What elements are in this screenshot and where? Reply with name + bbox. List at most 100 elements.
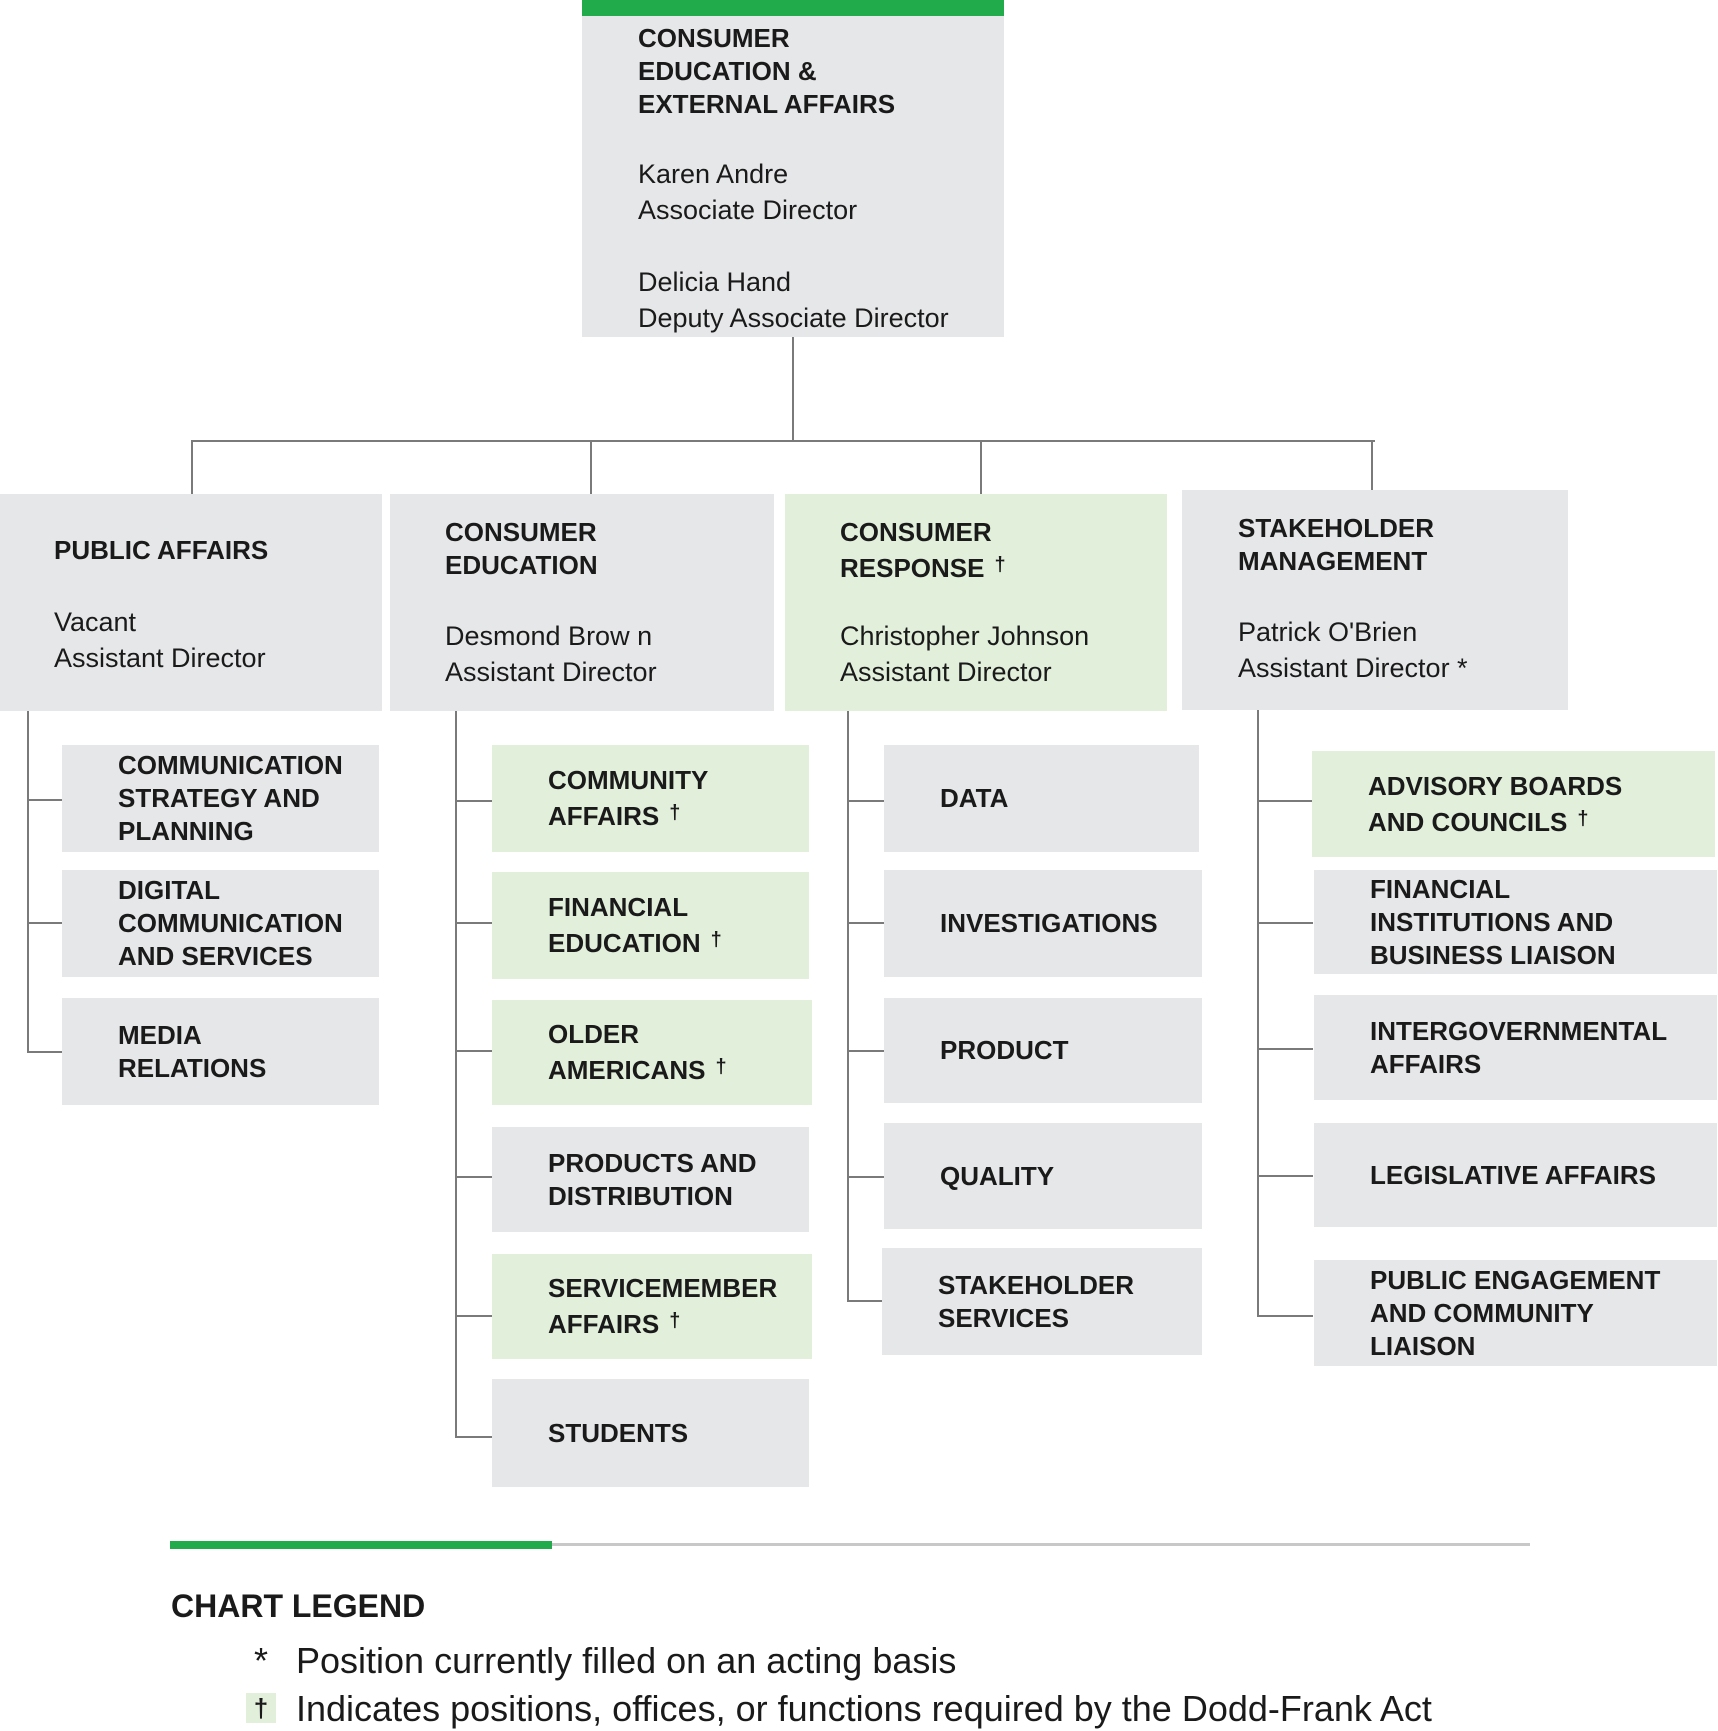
legend-dodd-text: Indicates positions, offices, or functio… [296, 1688, 1432, 1729]
connector-drop-1 [191, 440, 193, 494]
unit-box: MEDIA RELATIONS [62, 998, 379, 1105]
division-consumer-education: CONSUMER EDUCATION Desmond Brow n Assist… [390, 494, 774, 711]
division-head: Vacant Assistant Director [54, 607, 266, 673]
unit-box: INTERGOVERNMENTAL AFFAIRS [1314, 995, 1717, 1100]
legend-title: CHART LEGEND [171, 1588, 426, 1624]
unit-box: PUBLIC ENGAGEMENT AND COMMUNITY LIAISON [1314, 1260, 1717, 1366]
division-title: STAKEHOLDER MANAGEMENT [1238, 513, 1434, 576]
unit-label: OLDER AMERICANS † [548, 1000, 806, 1105]
division-head: Patrick O'Brien Assistant Director * [1238, 617, 1468, 683]
unit-box: DIGITAL COMMUNICATION AND SERVICES [62, 870, 379, 977]
division-head: Christopher Johnson Assistant Director [840, 621, 1090, 687]
connector-branch [455, 1436, 492, 1438]
asterisk-symbol: * [253, 1640, 268, 1681]
connector-horizontal-bus [191, 440, 1375, 442]
unit-label: PRODUCT [940, 1035, 1069, 1065]
unit-box: OLDER AMERICANS † [492, 1000, 812, 1105]
unit-label: ADVISORY BOARDS AND COUNCILS† [1368, 751, 1709, 857]
unit-label: SERVICEMEMBER AFFAIRS† [548, 1254, 806, 1359]
connector-branch [847, 1050, 884, 1052]
unit-box: LEGISLATIVE AFFAIRS [1314, 1123, 1717, 1227]
unit-box: PRODUCTS AND DISTRIBUTION [492, 1127, 809, 1232]
connector-spine-3 [847, 711, 849, 1302]
unit-box: STUDENTS [492, 1379, 809, 1487]
division-stakeholder-management: STAKEHOLDER MANAGEMENT Patrick O'Brien A… [1182, 490, 1568, 710]
dagger-mark: † [1577, 807, 1589, 830]
legend-divider-gray [170, 1543, 1530, 1546]
connector-branch [1257, 922, 1313, 924]
connector-branch [455, 922, 492, 924]
dagger-symbol: † [246, 1693, 276, 1723]
unit-box: ADVISORY BOARDS AND COUNCILS† [1312, 751, 1715, 857]
unit-box: COMMUNITY AFFAIRS† [492, 745, 809, 852]
connector-branch [455, 800, 492, 802]
unit-label: DIGITAL COMMUNICATION AND SERVICES [118, 875, 343, 971]
top-accent-bar [582, 0, 1004, 16]
unit-label: INVESTIGATIONS [940, 908, 1158, 938]
unit-label: COMMUNICATION STRATEGY AND PLANNING [118, 750, 343, 846]
unit-label: PUBLIC ENGAGEMENT AND COMMUNITY LIAISON [1370, 1264, 1661, 1361]
connector-branch [27, 799, 62, 801]
dagger-mark: † [669, 802, 681, 824]
unit-label-text: FINANCIAL EDUCATION [548, 892, 701, 958]
unit-box: STAKEHOLDER SERVICES [882, 1248, 1202, 1355]
unit-label: PRODUCTS AND DISTRIBUTION [548, 1147, 757, 1211]
connector-branch [847, 922, 884, 924]
top-office-people: Karen Andre Associate Director Delicia H… [638, 159, 949, 333]
unit-label: COMMUNITY AFFAIRS† [548, 745, 803, 852]
top-office-box: CONSUMER EDUCATION & EXTERNAL AFFAIRS Ka… [582, 0, 1004, 337]
legend-row-acting: * Position currently filled on an acting … [246, 1640, 956, 1682]
unit-label: STUDENTS [548, 1417, 689, 1448]
division-title: CONSUMER EDUCATION [445, 517, 598, 580]
division-public-affairs: PUBLIC AFFAIRS Vacant Assistant Director [0, 494, 382, 711]
division-head: Desmond Brow n Assistant Director [445, 621, 657, 687]
unit-label: DATA [940, 783, 1009, 813]
connector-spine-4 [1257, 710, 1259, 1317]
unit-label: MEDIA RELATIONS [118, 1019, 267, 1083]
connector-branch [27, 922, 62, 924]
unit-label: QUALITY [940, 1160, 1055, 1191]
dagger-mark: † [994, 554, 1006, 576]
unit-label-text: OLDER AMERICANS [548, 1019, 706, 1085]
connector-branch [1257, 1048, 1313, 1050]
connector-branch [847, 1176, 884, 1178]
dagger-mark: † [669, 1310, 681, 1332]
connector-drop-2 [590, 440, 592, 494]
connector-spine-1 [27, 711, 29, 1052]
connector-drop-4 [1371, 440, 1373, 490]
connector-branch [1257, 1315, 1313, 1317]
connector-branch [1257, 800, 1313, 802]
legend-divider-green [170, 1541, 552, 1549]
unit-label: FINANCIAL INSTITUTIONS AND BUSINESS LIAI… [1370, 873, 1616, 970]
unit-box: QUALITY [884, 1123, 1202, 1229]
connector-branch [847, 1300, 884, 1302]
unit-box: PRODUCT [884, 998, 1202, 1103]
top-office-title: CONSUMER EDUCATION & EXTERNAL AFFAIRS [638, 23, 896, 119]
connector-branch [27, 1051, 62, 1053]
unit-box: FINANCIAL INSTITUTIONS AND BUSINESS LIAI… [1314, 870, 1717, 974]
division-title: CONSUMER RESPONSE† [840, 516, 1006, 585]
unit-label: INTERGOVERNMENTAL AFFAIRS [1370, 1015, 1668, 1079]
unit-box: SERVICEMEMBER AFFAIRS† [492, 1254, 812, 1359]
unit-box: DATA [884, 745, 1199, 852]
legend-acting-text: Position currently filled on an acting b… [296, 1640, 957, 1681]
unit-label-text: SERVICEMEMBER AFFAIRS [548, 1273, 778, 1339]
dagger-mark: † [710, 929, 722, 951]
connector-branch [847, 800, 884, 802]
division-title-text: CONSUMER RESPONSE [840, 517, 992, 583]
unit-box: INVESTIGATIONS [884, 870, 1202, 977]
dagger-mark: † [715, 1056, 727, 1078]
division-title: PUBLIC AFFAIRS [54, 535, 269, 565]
division-consumer-response: CONSUMER RESPONSE† Christopher Johnson A… [785, 494, 1167, 711]
connector-branch [455, 1176, 492, 1178]
legend-row-dodd-frank: † Indicates positions, offices, or functi… [246, 1688, 1432, 1730]
unit-box: FINANCIAL EDUCATION † [492, 872, 809, 979]
connector-branch [455, 1315, 492, 1317]
connector-spine-2 [455, 711, 457, 1438]
unit-label-text: COMMUNITY AFFAIRS [548, 765, 709, 831]
unit-label: LEGISLATIVE AFFAIRS [1370, 1159, 1657, 1190]
connector-top-vertical [792, 337, 794, 441]
unit-label: STAKEHOLDER SERVICES [938, 1269, 1134, 1333]
unit-label-text: ADVISORY BOARDS AND COUNCILS [1368, 770, 1623, 837]
unit-box: COMMUNICATION STRATEGY AND PLANNING [62, 745, 379, 852]
